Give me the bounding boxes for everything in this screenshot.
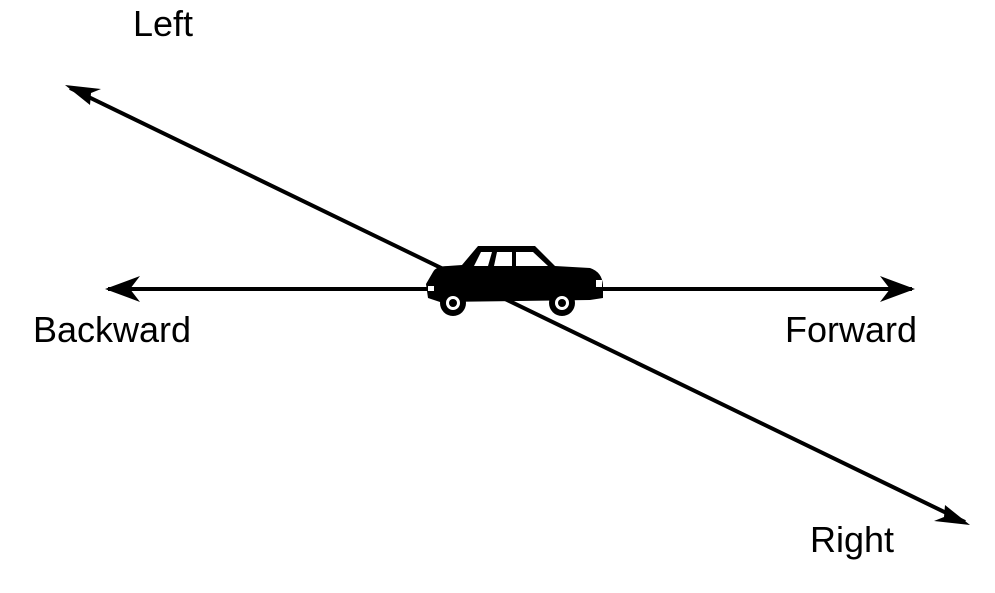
label-right: Right [810, 519, 895, 560]
forward-arrowhead [880, 276, 915, 302]
label-backward: Backward [33, 309, 192, 350]
backward-arrowhead [105, 276, 140, 302]
label-forward: Forward [785, 309, 918, 350]
left-right-axis [65, 85, 970, 525]
right-arrowhead [934, 505, 970, 525]
left-right-arrow [69, 86, 966, 524]
label-left: Left [133, 3, 194, 44]
car-icon [426, 246, 603, 316]
left-arrowhead [65, 85, 101, 105]
